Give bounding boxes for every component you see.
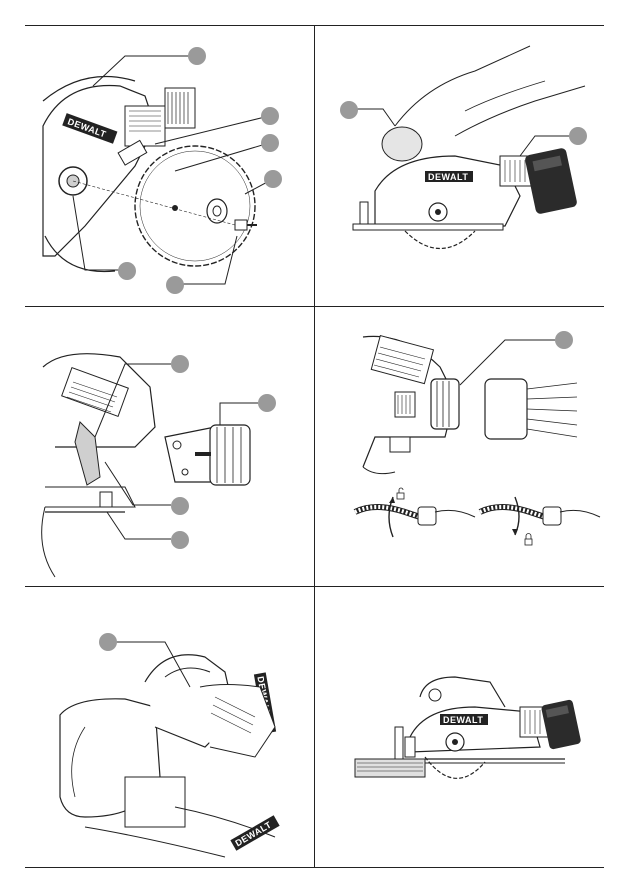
saw-with-battery-figure: DEWALT (315, 26, 604, 306)
callout-markers (340, 101, 587, 145)
battery-pack (541, 699, 582, 750)
panel-saw-on-rail: DEWALT (315, 587, 604, 867)
callout-marker (99, 633, 117, 651)
callout-marker (555, 331, 573, 349)
panel-saw-with-battery: DEWALT (315, 26, 604, 306)
hose-lock (480, 497, 600, 545)
hose-unlock (355, 488, 475, 537)
svg-text:DEWALT: DEWALT (443, 715, 483, 725)
hose-connection-figure (315, 307, 604, 586)
svg-text:DEWALT: DEWALT (428, 172, 468, 182)
brand-badge: DEWALT (230, 815, 279, 850)
dust-adapter (165, 425, 250, 485)
rotate-arrow-icon (512, 529, 518, 535)
saw-blade (135, 146, 255, 266)
saw-on-rail-figure: DEWALT (315, 587, 604, 867)
brand-badge: DEWALT (425, 171, 473, 182)
hose-port (485, 379, 577, 439)
panel-dust-port-adapter (25, 307, 314, 586)
blade-assembly-figure: DEWALT (25, 26, 314, 306)
panel-blade-assembly: DEWALT (25, 26, 314, 306)
bolt (235, 220, 257, 230)
lock-icon (525, 534, 532, 546)
brand-badge: DEWALT (440, 714, 488, 725)
unlock-icon (397, 488, 404, 499)
dust-port-adapter-figure (25, 307, 314, 586)
lever-closeup-figure: DEWALT DEWALT (25, 587, 314, 867)
battery-pack (524, 147, 578, 214)
panel-lever-closeup: DEWALT DEWALT (25, 587, 314, 867)
panel-hose-connection (315, 307, 604, 586)
washer (207, 199, 227, 223)
